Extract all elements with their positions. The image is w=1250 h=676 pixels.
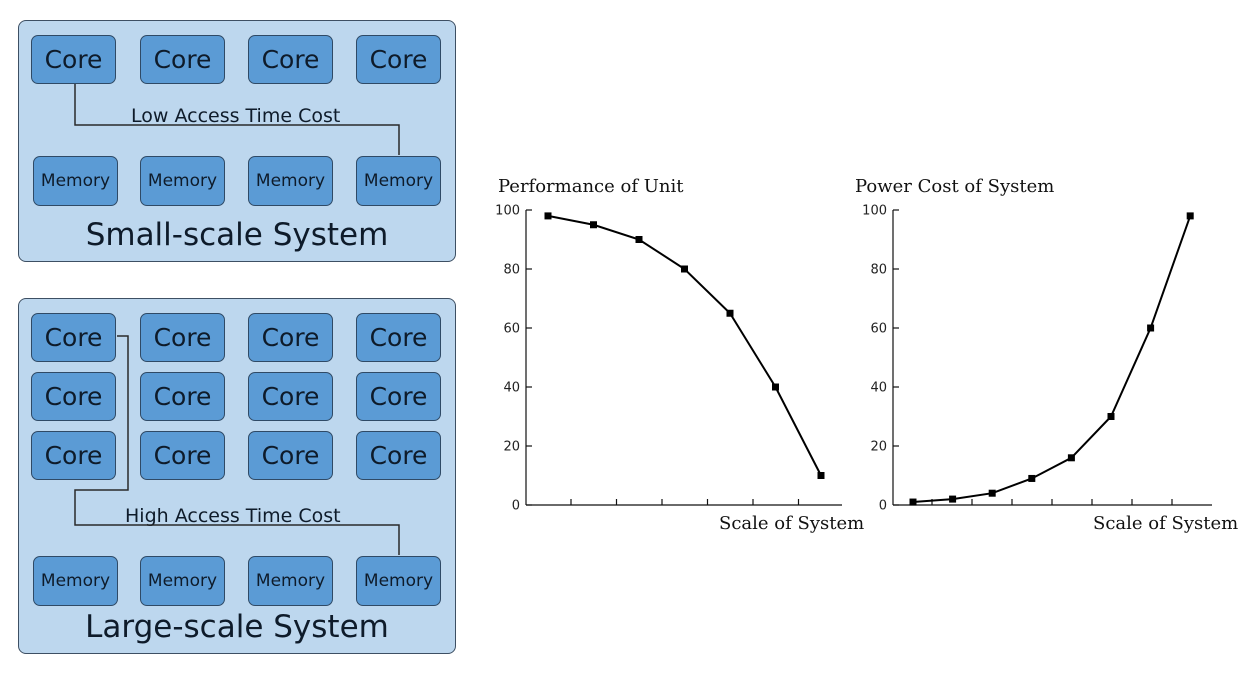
performance-data-point	[726, 309, 734, 317]
power-data-point	[1107, 413, 1115, 420]
power-y-tick-label: 0	[879, 499, 887, 514]
power-y-tick-label: 20	[870, 440, 887, 455]
small-scale-system-title: Small-scale System	[85, 217, 389, 253]
power-data-point	[1186, 212, 1194, 220]
small-core-3: Core	[248, 35, 333, 84]
large-memory-1: Memory	[33, 556, 118, 606]
performance-chart-xlabel: Scale of System	[719, 513, 865, 534]
power-data-point	[1147, 324, 1155, 332]
performance-data-point	[635, 236, 643, 243]
small-memory-1: Memory	[33, 156, 118, 206]
performance-y-tick-label: 0	[512, 499, 520, 514]
performance-y-tick-label: 100	[495, 204, 520, 219]
performance-y-tick-label: 80	[503, 263, 520, 278]
power-data-point	[1028, 474, 1036, 482]
small-memory-2: Memory	[140, 156, 225, 206]
power-y-tick-label: 80	[870, 263, 887, 278]
power-y-tick-label: 100	[862, 204, 887, 219]
performance-data-point	[772, 383, 779, 391]
power-data-point	[949, 495, 957, 503]
power-chart-xlabel: Scale of System	[1093, 513, 1239, 534]
large-memory-4: Memory	[356, 556, 441, 606]
performance-data-point	[817, 472, 825, 479]
small-memory-4: Memory	[356, 156, 441, 206]
small-memory-3: Memory	[248, 156, 333, 206]
large-memory-3: Memory	[248, 556, 333, 606]
power-series-line	[912, 215, 1192, 504]
small-core-4: Core	[356, 35, 441, 84]
power-data-point	[909, 498, 917, 506]
large-scale-system-title: Large-scale System	[85, 609, 389, 645]
power-chart-title: Power Cost of System	[855, 176, 1055, 197]
power-y-tick-label: 40	[870, 381, 887, 396]
performance-y-tick-label: 40	[503, 381, 520, 396]
performance-data-point	[544, 212, 552, 220]
performance-chart-title: Performance of Unit	[498, 176, 684, 197]
performance-data-point	[681, 265, 688, 273]
small-core-2: Core	[140, 35, 225, 84]
power-y-tick-label: 60	[870, 322, 887, 337]
large-memory-2: Memory	[140, 556, 225, 606]
power-data-point	[1067, 454, 1075, 462]
performance-y-tick-label: 20	[503, 440, 520, 455]
performance-data-point	[590, 221, 597, 229]
performance-y-tick-label: 60	[503, 322, 520, 337]
small-core-1: Core	[31, 35, 116, 84]
power-data-point	[988, 489, 996, 497]
